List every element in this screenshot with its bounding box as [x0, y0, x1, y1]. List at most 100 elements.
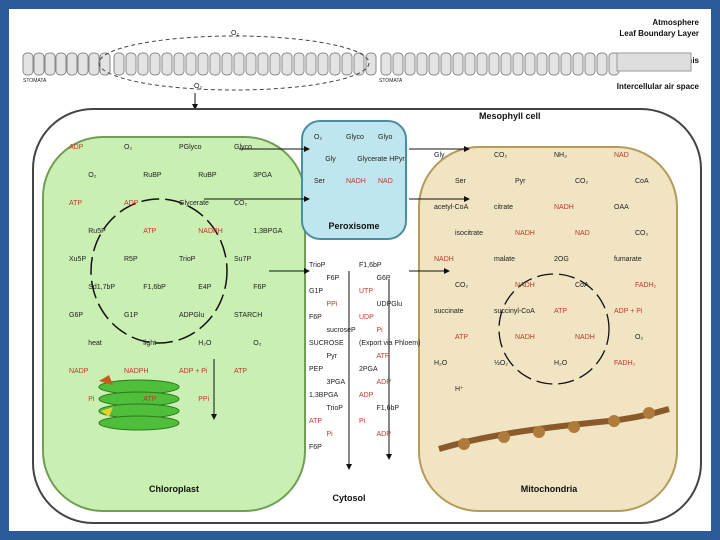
epidermis-cell	[185, 52, 197, 76]
cytosol-metabolite-label: UTP	[359, 288, 373, 295]
mitochondria-metabolite-label: NH₃	[554, 152, 567, 159]
peroxisome-label: Peroxisome	[328, 221, 379, 231]
mitochondria-metabolite-label: NADH	[515, 282, 535, 289]
epidermis-cell	[173, 52, 185, 76]
epidermis-cell	[512, 52, 524, 76]
mitochondria-metabolite-label: citrate	[494, 204, 513, 211]
chloroplast-metabolite-label: G6P	[69, 312, 83, 319]
peroxisome-metabolite-label: NADH	[346, 178, 366, 185]
epidermis-cell	[341, 52, 353, 76]
mitochondria-metabolite-label: fumarate	[614, 256, 642, 263]
cytosol-metabolite-label: 3PGA	[327, 379, 346, 386]
intercellular-air-space-label: Intercellular air space	[617, 82, 700, 91]
epidermis-cell	[149, 52, 161, 76]
epidermis-cell	[257, 52, 269, 76]
epidermis-cell	[353, 52, 365, 76]
mitochondria-metabolite-label: ADP + Pi	[614, 308, 643, 315]
chloroplast-metabolite-label: ATP	[234, 368, 247, 375]
epidermis-cell	[596, 52, 608, 76]
epidermis-cell	[365, 52, 377, 76]
peroxisome	[301, 120, 407, 240]
epidermis-cell	[55, 52, 67, 76]
epidermis-cell	[392, 52, 404, 76]
cytosol-metabolite-label: Pyr	[327, 353, 338, 360]
epidermis-cell	[22, 52, 34, 76]
mitochondria-metabolite-label: succinyl-CoA	[494, 308, 535, 315]
tca-cycle-ring	[498, 273, 610, 385]
chloroplast-metabolite-label: ATP	[69, 200, 82, 207]
mitochondria-metabolite-label: CoA	[575, 282, 589, 289]
chloroplast-metabolite-label: R5P	[124, 256, 138, 263]
chloroplast-metabolite-label: TrioP	[179, 256, 196, 263]
epidermis-cell	[77, 52, 89, 76]
epidermis-band	[616, 52, 692, 72]
mitochondria-metabolite-label: CO₂	[635, 230, 649, 237]
peroxisome-metabolite-label: HPyr	[389, 156, 405, 163]
cytosol-metabolite-label: F6P	[327, 275, 340, 282]
chloroplast-metabolite-label: 3PGA	[253, 172, 272, 179]
cytosol-metabolite-label: sucroseP	[327, 327, 357, 334]
chloroplast-metabolite-label: CO₂	[234, 200, 248, 207]
mitochondria-metabolite-label: Ser	[455, 178, 467, 185]
cytosol-metabolite-label: 2PGA	[359, 366, 378, 373]
thylakoid-stack	[98, 375, 180, 431]
epidermis-cell	[440, 52, 452, 76]
chloroplast-metabolite-label: O₂	[253, 340, 261, 347]
chloroplast-metabolite-label: ADP	[124, 200, 139, 207]
epidermis-cell	[88, 52, 100, 76]
epidermis-cell	[197, 52, 209, 76]
metabolism-diagram: Atmosphere Leaf Boundary Layer Epidermis…	[22, 18, 702, 524]
mitochondria-metabolite-label: NAD	[614, 152, 629, 159]
mitochondria-metabolite-label: O₂	[635, 334, 643, 341]
mitochondria-metabolite-label: ATP	[554, 308, 567, 315]
epidermis-cell	[584, 52, 596, 76]
chloroplast-label: Chloroplast	[149, 484, 199, 494]
mitochondria-metabolite-label: NADH	[434, 256, 454, 263]
epidermis-cell	[524, 52, 536, 76]
mitochondria-metabolite-label: OAA	[614, 204, 629, 211]
cytosol-metabolite-label: ADP	[377, 379, 392, 386]
cytosol-metabolite-label: Pi	[377, 327, 384, 334]
epidermis-cell	[33, 52, 45, 76]
epidermis-cell	[221, 52, 233, 76]
mitochondria-metabolite-label: NADH	[554, 204, 574, 211]
epidermis-cell	[137, 52, 149, 76]
epidermis-cell	[281, 52, 293, 76]
chloroplast	[42, 136, 306, 512]
chloroplast-metabolite-label: ADP	[69, 144, 84, 151]
mitochondria-metabolite-label: NAD	[575, 230, 590, 237]
epidermis-cell	[99, 52, 111, 76]
epidermis-cell	[560, 52, 572, 76]
air-bubble	[98, 35, 370, 91]
mitochondria-metabolite-label: isocitrate	[455, 230, 483, 237]
mitochondria-metabolite-label: H⁺	[455, 386, 464, 393]
cytosol-metabolite-label: (Export via Phloem)	[359, 340, 420, 347]
peroxisome-metabolite-label: Glyco	[346, 134, 364, 141]
pathway-arrows	[204, 146, 470, 470]
mitochondria-label: Mitochondria	[521, 484, 578, 494]
epidermis-cell	[428, 52, 440, 76]
epidermis-cell	[44, 52, 56, 76]
chloroplast-metabolite-label: RuBP	[198, 172, 217, 179]
diagram-slide: Atmosphere Leaf Boundary Layer Epidermis…	[9, 9, 711, 531]
chloroplast-metabolite-label: 1,3BPGA	[253, 228, 283, 235]
chloroplast-metabolite-label: ADPGlu	[179, 312, 204, 319]
cytosol-metabolite-label: ATP	[377, 353, 390, 360]
peroxisome-metabolite-label: Gly	[325, 156, 336, 163]
chloroplast-metabolite-label: Su7P	[234, 256, 251, 263]
chloroplast-metabolite-label: Glycerate	[179, 200, 209, 207]
epidermis-cell	[536, 52, 548, 76]
mitochondria-metabolite-label: H₂O	[434, 360, 448, 367]
mitochondria-metabolite-label: FADH₂	[635, 282, 657, 289]
mitochondria-metabolite-label: NADH	[575, 334, 595, 341]
chloroplast-metabolite-label: ATP	[143, 396, 156, 403]
cytosol-metabolite-label: F1,6bP	[377, 405, 400, 412]
epidermis-cell	[209, 52, 221, 76]
epidermis-cell	[329, 52, 341, 76]
chloroplast-metabolite-label: NADPH	[124, 368, 149, 375]
stomata-right-label: STOMATA	[379, 78, 403, 84]
epidermis-cell	[161, 52, 173, 76]
